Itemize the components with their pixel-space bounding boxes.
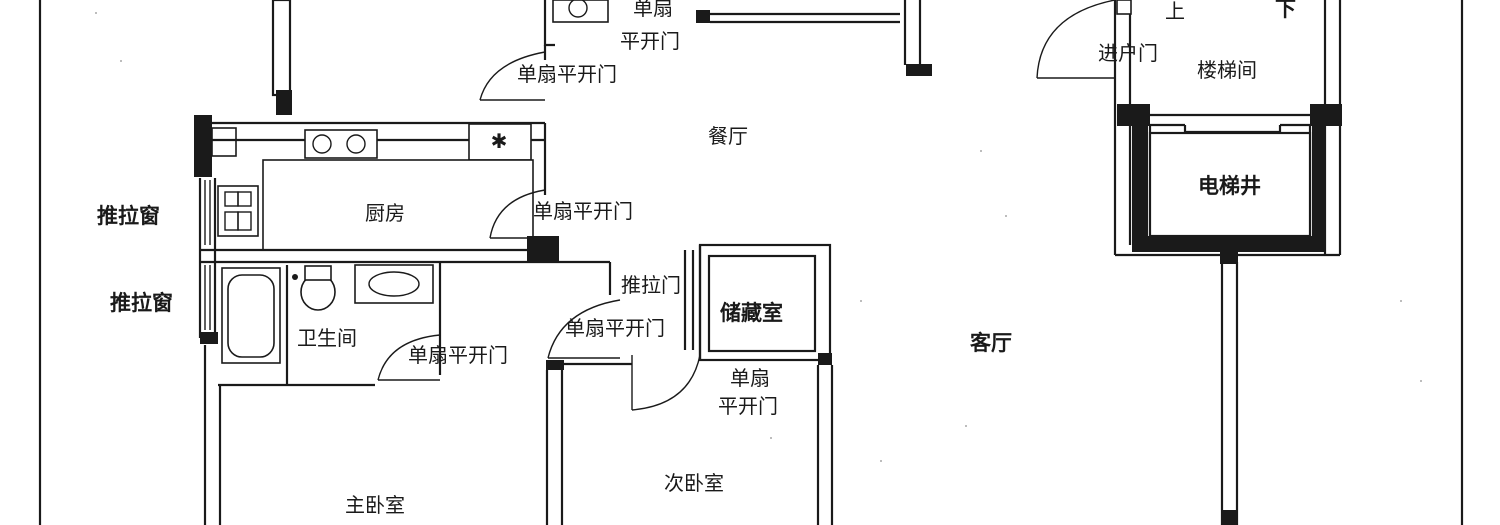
label-door-bathroom: 单扇平开门 [408,343,508,367]
top-door-arc [479,51,546,101]
storage-room-walls [698,243,834,525]
label-second-bedroom: 次卧室 [664,471,724,495]
label-stair-down: 下 [1275,0,1296,21]
outer-frame [38,0,1464,525]
label-door-storage: 单扇平开门 [565,316,665,340]
bathroom-block [200,262,442,387]
windows [204,180,211,330]
label-door-kitchen: 单扇平开门 [533,199,633,223]
label-storage-room: 储藏室 [720,301,783,325]
bathroom-door-arc [377,334,441,381]
top-center-walls [543,0,932,76]
top-left-wall [271,0,292,115]
kitchen-door-arc [489,189,546,239]
label-master-bedroom: 主卧室 [345,493,405,517]
scan-noise [95,12,1422,462]
label-door-second-line2: 平开门 [718,394,778,418]
label-sliding-window-1: 推拉窗 [97,204,160,228]
label-elevator-shaft: 电梯井 [1198,174,1261,198]
stair-elevator-block [1036,0,1342,525]
label-bathroom: 卫生间 [297,326,357,350]
kitchen-block: ✱ [194,115,612,338]
label-sliding-door: 推拉门 [621,273,681,297]
label-door-top-left: 单扇平开门 [517,62,617,86]
label-stairwell: 楼梯间 [1197,58,1257,82]
label-door-top-line2: 平开门 [620,29,680,53]
label-stair-up: 上 [1165,0,1185,23]
label-living-room: 客厅 [970,331,1012,355]
second-bedroom-walls [545,360,632,525]
label-dining-room: 餐厅 [708,124,748,148]
label-door-second-line1: 单扇 [730,366,770,390]
label-kitchen: 厨房 [365,201,405,225]
master-bedroom-walls [203,345,222,525]
svg-text:✱: ✱ [491,129,508,153]
label-entry-door: 进户门 [1098,41,1158,65]
label-door-top-line1: 单扇 [633,0,673,20]
label-sliding-window-2: 推拉窗 [110,291,173,315]
